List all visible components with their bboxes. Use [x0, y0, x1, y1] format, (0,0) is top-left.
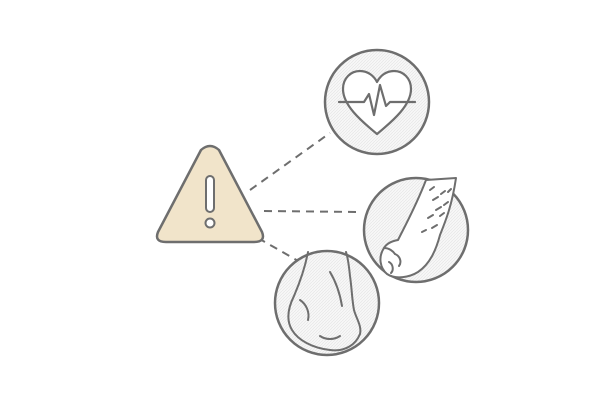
connector-heart: [249, 132, 331, 191]
connectors: [249, 132, 361, 263]
node-foot: [273, 249, 381, 357]
warning-triangle-icon: [155, 144, 265, 244]
exclamation-dot: [204, 217, 216, 229]
hairy-hand-paw-icon: [379, 177, 457, 279]
node-heart: [323, 48, 431, 156]
heart-pulse-icon: [337, 69, 417, 136]
swollen-foot-icon: [287, 251, 362, 352]
connector-hand: [263, 210, 361, 213]
node-hand: [362, 176, 470, 284]
connector-foot: [257, 237, 301, 263]
exclamation-bar: [205, 175, 215, 213]
